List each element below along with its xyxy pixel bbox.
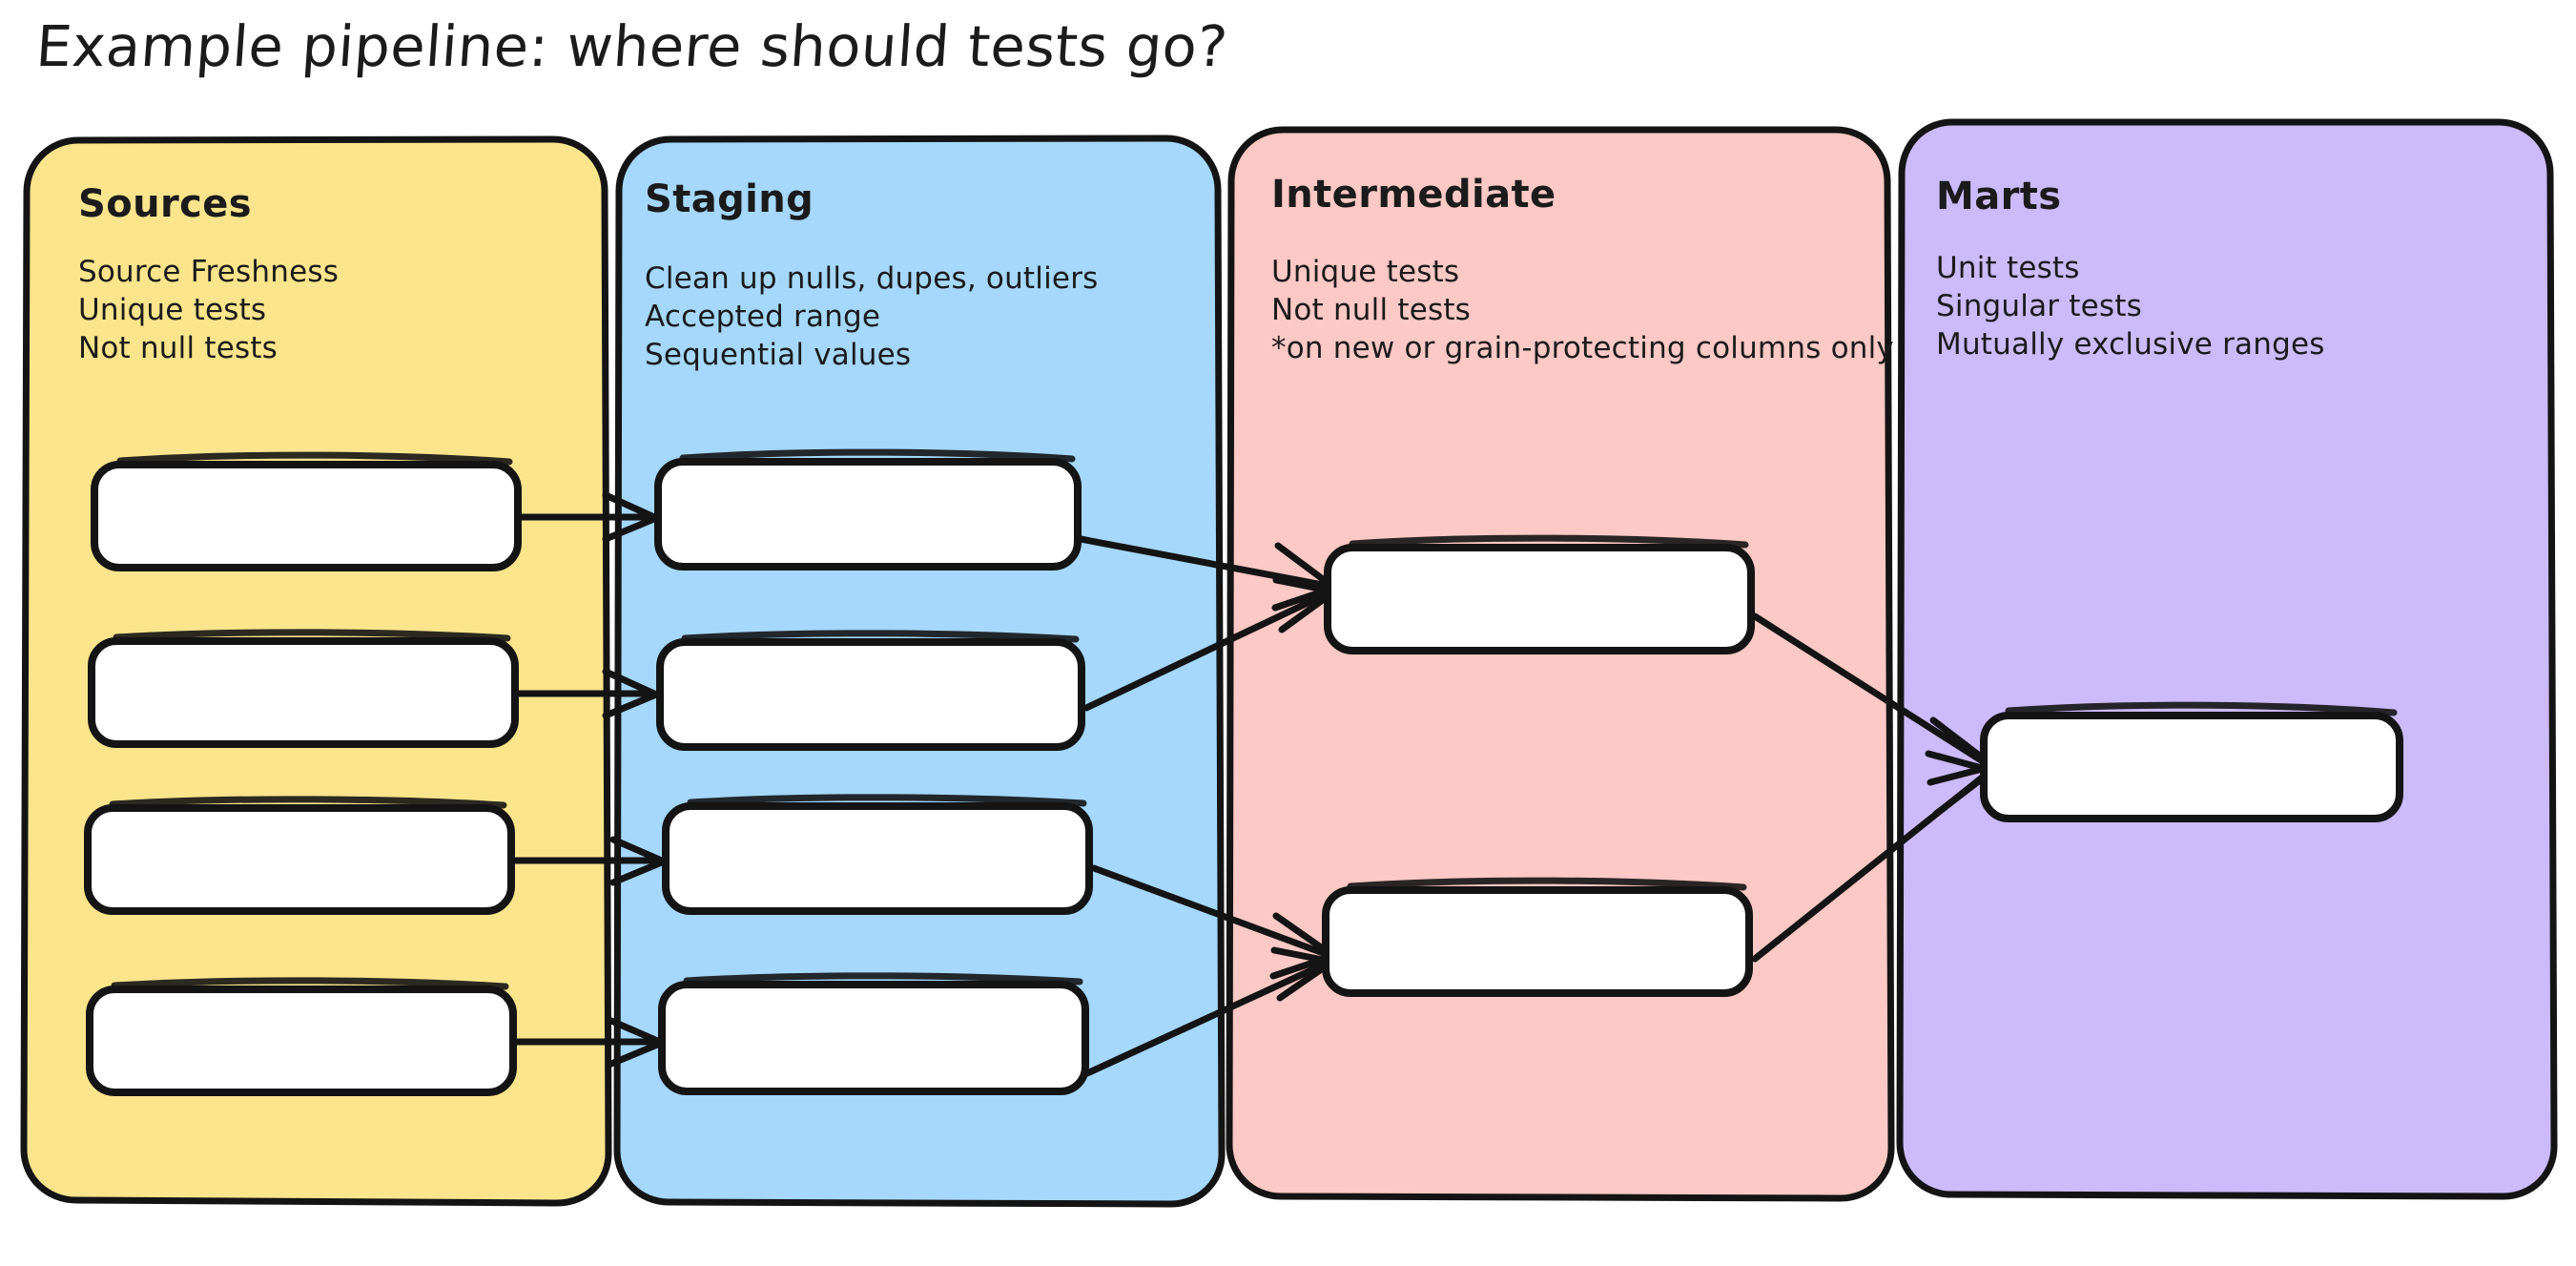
lane-line-sources-1: Unique tests: [78, 293, 266, 327]
lane-line-sources-0: Source Freshness: [78, 255, 339, 289]
lane-panel-marts-shape: [1896, 118, 2558, 1200]
node-src-2[interactable]: [88, 629, 519, 748]
node-src-3[interactable]: [84, 796, 515, 915]
lane-line-staging-2: Sequential values: [645, 338, 911, 372]
lane-header-intermediate: Intermediate: [1271, 173, 1556, 217]
lane-panel-intermediate-shape: [1226, 126, 1895, 1202]
lane-line-staging-0: Clean up nulls, dupes, outliers: [645, 261, 1098, 296]
lane-header-marts: Marts: [1936, 175, 2061, 218]
lane-header-sources: Sources: [78, 182, 252, 226]
node-int-2[interactable]: [1322, 877, 1753, 997]
node-src-1[interactable]: [91, 451, 522, 571]
node-src-4[interactable]: [86, 977, 517, 1096]
lane-line-sources-2: Not null tests: [78, 331, 278, 365]
lane-line-staging-1: Accepted range: [645, 300, 880, 334]
lane-panel-marts: Marts Unit tests Singular tests Mutually…: [1896, 118, 2558, 1200]
lane-line-marts-0: Unit tests: [1936, 251, 2080, 285]
node-stg-3[interactable]: [662, 794, 1093, 915]
node-stg-4[interactable]: [658, 972, 1089, 1095]
lane-line-intermediate-0: Unique tests: [1271, 255, 1459, 289]
node-mart-1[interactable]: [1980, 701, 2403, 822]
lane-line-intermediate-1: Not null tests: [1271, 293, 1471, 327]
lane-header-staging: Staging: [645, 177, 814, 221]
node-stg-1[interactable]: [654, 448, 1082, 571]
node-int-1[interactable]: [1324, 534, 1755, 654]
lane-line-marts-2: Mutually exclusive ranges: [1936, 327, 2325, 362]
lane-panel-intermediate: Intermediate Unique tests Not null tests…: [1226, 126, 1895, 1202]
lane-line-intermediate-2: *on new or grain-protecting columns only: [1271, 331, 1894, 365]
node-stg-2[interactable]: [656, 630, 1085, 751]
lane-line-marts-1: Singular tests: [1936, 289, 2142, 323]
